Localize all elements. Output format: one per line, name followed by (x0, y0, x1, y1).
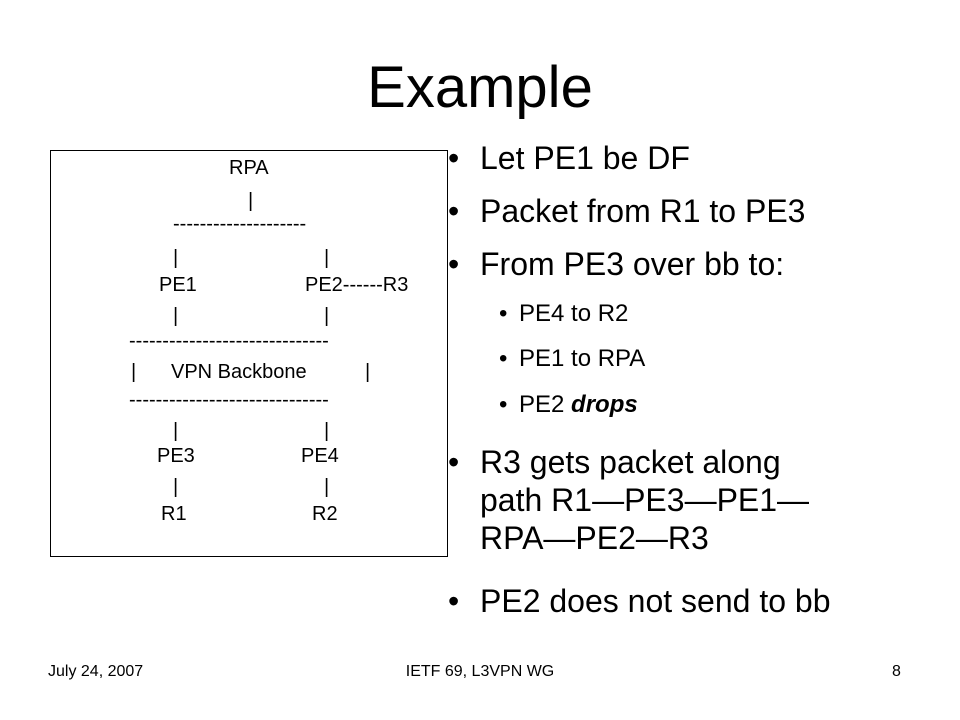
diagram-line: | | (51, 418, 447, 522)
connector: | (324, 305, 330, 327)
emphasis-text: drops (571, 391, 638, 418)
page-number: 8 (892, 663, 901, 680)
footer-date: July 24, 2007 (48, 663, 144, 680)
connector: | (131, 361, 137, 383)
connector: | (365, 361, 371, 383)
sub-bullet-prefix: PE2 (519, 391, 572, 418)
bullet-glyph: • (448, 140, 460, 176)
slide-title: Example (367, 55, 593, 120)
bullet-glyph: • (499, 391, 508, 418)
bullet-text: Let PE1 be DF (480, 140, 690, 176)
pe1-node: PE1 (159, 274, 197, 296)
bullet-glyph: • (448, 444, 460, 480)
bullet-line: RPA—PE2—R3 (480, 520, 709, 556)
connector: | (173, 420, 179, 442)
bullet-glyph: • (448, 583, 460, 619)
bullet-list: • Let PE1 be DF • Packet from R1 to PE3 … (448, 0, 960, 720)
diagram-line: -------------------- (51, 211, 447, 289)
diagram-line: ------------------------------ (51, 328, 447, 406)
pe4-node: PE4 (301, 445, 339, 467)
diagram-line: ------------------------------ (51, 387, 447, 465)
diagram-line: | | (51, 474, 447, 578)
pe2-r3-link: PE2------R3 (305, 274, 409, 296)
sub-bullet-text: PE4 to R2 (519, 300, 629, 327)
bullet-glyph: • (448, 246, 460, 282)
rpa-node: RPA (229, 157, 269, 179)
connector: | (173, 476, 179, 498)
bullet-text: PE2 does not send to bb (480, 583, 831, 619)
footer-title: IETF 69, L3VPN WG (405, 663, 555, 680)
pe3-node: PE3 (157, 445, 195, 467)
diagram-line: | | (51, 303, 447, 407)
connector: | (324, 420, 330, 442)
sub-bullet-text: PE2 drops (519, 390, 638, 420)
connector: | (324, 247, 330, 269)
vpn-backbone-label: VPN Backbone (171, 361, 307, 383)
bullet-glyph: • (499, 345, 508, 372)
diagram-line: R1 R2 (51, 501, 447, 605)
connector: | (173, 247, 179, 269)
bullet-glyph: • (448, 193, 460, 229)
bullet-line: path R1—PE3—PE1— (480, 482, 810, 518)
diagram-line: RPA (51, 155, 447, 233)
diagram-line: | (51, 188, 447, 266)
r1-node: R1 (161, 503, 187, 525)
bullet-text: From PE3 over bb to: (480, 246, 785, 282)
bullet-line: R3 gets packet along (480, 444, 781, 480)
connector: | (248, 190, 254, 212)
bullet-glyph: • (499, 300, 508, 327)
network-diagram: RPA | -------------------- | | PE1 PE2--… (50, 150, 448, 557)
bullet-text: Packet from R1 to PE3 (480, 193, 806, 229)
diagram-line: | VPN Backbone | (51, 359, 447, 489)
connector: | (324, 476, 330, 498)
backbone-border-bottom: ------------------------------ (129, 389, 329, 411)
diagram-line: | | (51, 245, 447, 349)
connector: | (173, 305, 179, 327)
sub-bullet-text: PE1 to RPA (519, 345, 646, 372)
connector: -------------------- (173, 213, 307, 235)
diagram-line: PE3 PE4 (51, 443, 447, 547)
diagram-line: PE1 PE2------R3 (51, 272, 447, 376)
r2-node: R2 (312, 503, 338, 525)
backbone-border-top: ------------------------------ (129, 330, 329, 352)
